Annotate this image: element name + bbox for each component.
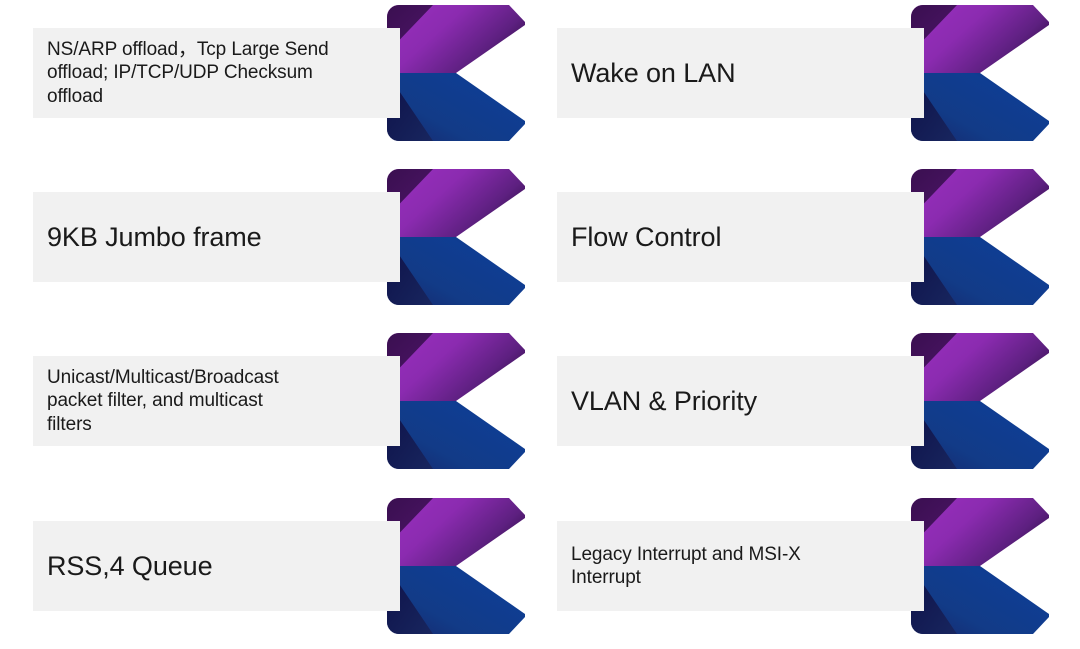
feature-label-vlan-priority: VLAN & Priority [571,385,758,416]
feature-label-ns-arp-offload: NS/ARP offload，Tcp Large Send offload; I… [47,39,329,107]
feature-callout-interrupts[interactable]: Legacy Interrupt and MSI-X Interrupt [557,498,1049,634]
feature-label-interrupts: Legacy Interrupt and MSI-X Interrupt [571,543,801,588]
feature-label-jumbo-frame: 9KB Jumbo frame [47,221,262,252]
chevron-arrow-icon [387,5,525,141]
chevron-arrow-icon [911,498,1049,634]
feature-callout-ns-arp-offload[interactable]: NS/ARP offload，Tcp Large Send offload; I… [33,5,525,141]
feature-label-wake-on-lan: Wake on LAN [571,57,736,88]
feature-plate-rss-queue[interactable]: RSS,4 Queue [33,521,400,611]
feature-callout-vlan-priority[interactable]: VLAN & Priority [557,333,1049,469]
feature-plate-flow-control[interactable]: Flow Control [557,192,924,282]
chevron-arrow-icon [387,498,525,634]
feature-label-flow-control: Flow Control [571,221,722,252]
chevron-arrow-icon [911,169,1049,305]
feature-plate-wake-on-lan[interactable]: Wake on LAN [557,28,924,118]
chevron-arrow-icon [911,5,1049,141]
feature-label-rss-queue: RSS,4 Queue [47,550,213,581]
feature-plate-vlan-priority[interactable]: VLAN & Priority [557,356,924,446]
chevron-arrow-icon [387,333,525,469]
feature-callout-wake-on-lan[interactable]: Wake on LAN [557,5,1049,141]
feature-callout-jumbo-frame[interactable]: 9KB Jumbo frame [33,169,525,305]
feature-callout-packet-filter[interactable]: Unicast/Multicast/Broadcast packet filte… [33,333,525,469]
feature-callout-rss-queue[interactable]: RSS,4 Queue [33,498,525,634]
chevron-arrow-icon [911,333,1049,469]
feature-callout-flow-control[interactable]: Flow Control [557,169,1049,305]
feature-plate-ns-arp-offload[interactable]: NS/ARP offload，Tcp Large Send offload; I… [33,28,400,118]
feature-label-packet-filter: Unicast/Multicast/Broadcast packet filte… [47,367,279,435]
chevron-arrow-icon [387,169,525,305]
feature-plate-interrupts[interactable]: Legacy Interrupt and MSI-X Interrupt [557,521,924,611]
feature-plate-packet-filter[interactable]: Unicast/Multicast/Broadcast packet filte… [33,356,400,446]
feature-plate-jumbo-frame[interactable]: 9KB Jumbo frame [33,192,400,282]
